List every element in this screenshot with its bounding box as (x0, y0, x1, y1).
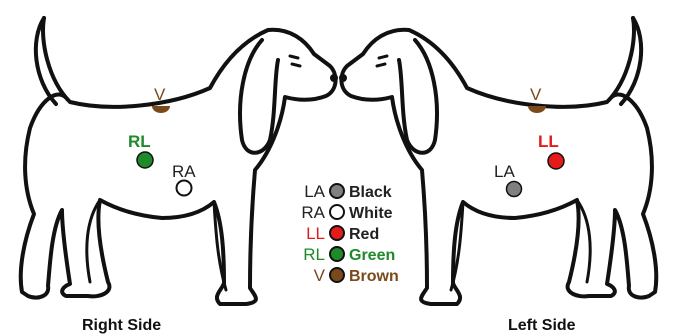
legend-code-ll: LL (306, 224, 325, 243)
left-dog-eye (377, 56, 387, 66)
left-side-caption: Left Side (508, 317, 576, 334)
legend-code-ra: RA (301, 203, 325, 222)
right-v-electrode (152, 106, 170, 113)
legend-dot-red (330, 226, 344, 240)
legend-code-rl: RL (303, 245, 325, 264)
left-dog-ear (399, 40, 437, 153)
right-rl-electrode (137, 152, 153, 168)
right-dog-nose (330, 74, 338, 82)
left-ll-label: LL (538, 132, 559, 151)
legend-dot-white (330, 205, 344, 219)
left-la-label: LA (494, 162, 515, 181)
left-la-electrode (507, 182, 522, 197)
electrode-color-legend: LA BlackRA WhiteLL RedRL GreenV Brown (301, 182, 398, 285)
legend-name-red: Red (349, 226, 379, 243)
right-side-dog (21, 18, 338, 304)
legend-code-v: V (314, 266, 326, 285)
right-ra-label: RA (172, 162, 196, 181)
left-dog-nose (339, 74, 347, 82)
legend-dot-black (330, 184, 344, 198)
right-dog-electrodes: V RL RA (128, 85, 196, 196)
legend-name-brown: Brown (349, 268, 399, 285)
left-v-electrode (528, 106, 546, 113)
left-ll-electrode (548, 153, 564, 169)
left-v-label: V (530, 85, 542, 104)
right-dog-outline (21, 18, 336, 304)
legend-code-la: LA (304, 182, 325, 201)
right-rl-label: RL (128, 132, 151, 151)
right-dog-ear (240, 40, 278, 153)
legend-dot-brown (330, 268, 344, 282)
right-ra-electrode (177, 181, 192, 196)
right-v-label: V (154, 85, 166, 104)
legend-name-white: White (349, 205, 393, 222)
right-side-caption: Right Side (82, 317, 161, 334)
legend-name-green: Green (349, 247, 395, 264)
right-dog-eye (290, 56, 300, 66)
legend-name-black: Black (349, 184, 392, 201)
legend-dot-green (330, 247, 344, 261)
